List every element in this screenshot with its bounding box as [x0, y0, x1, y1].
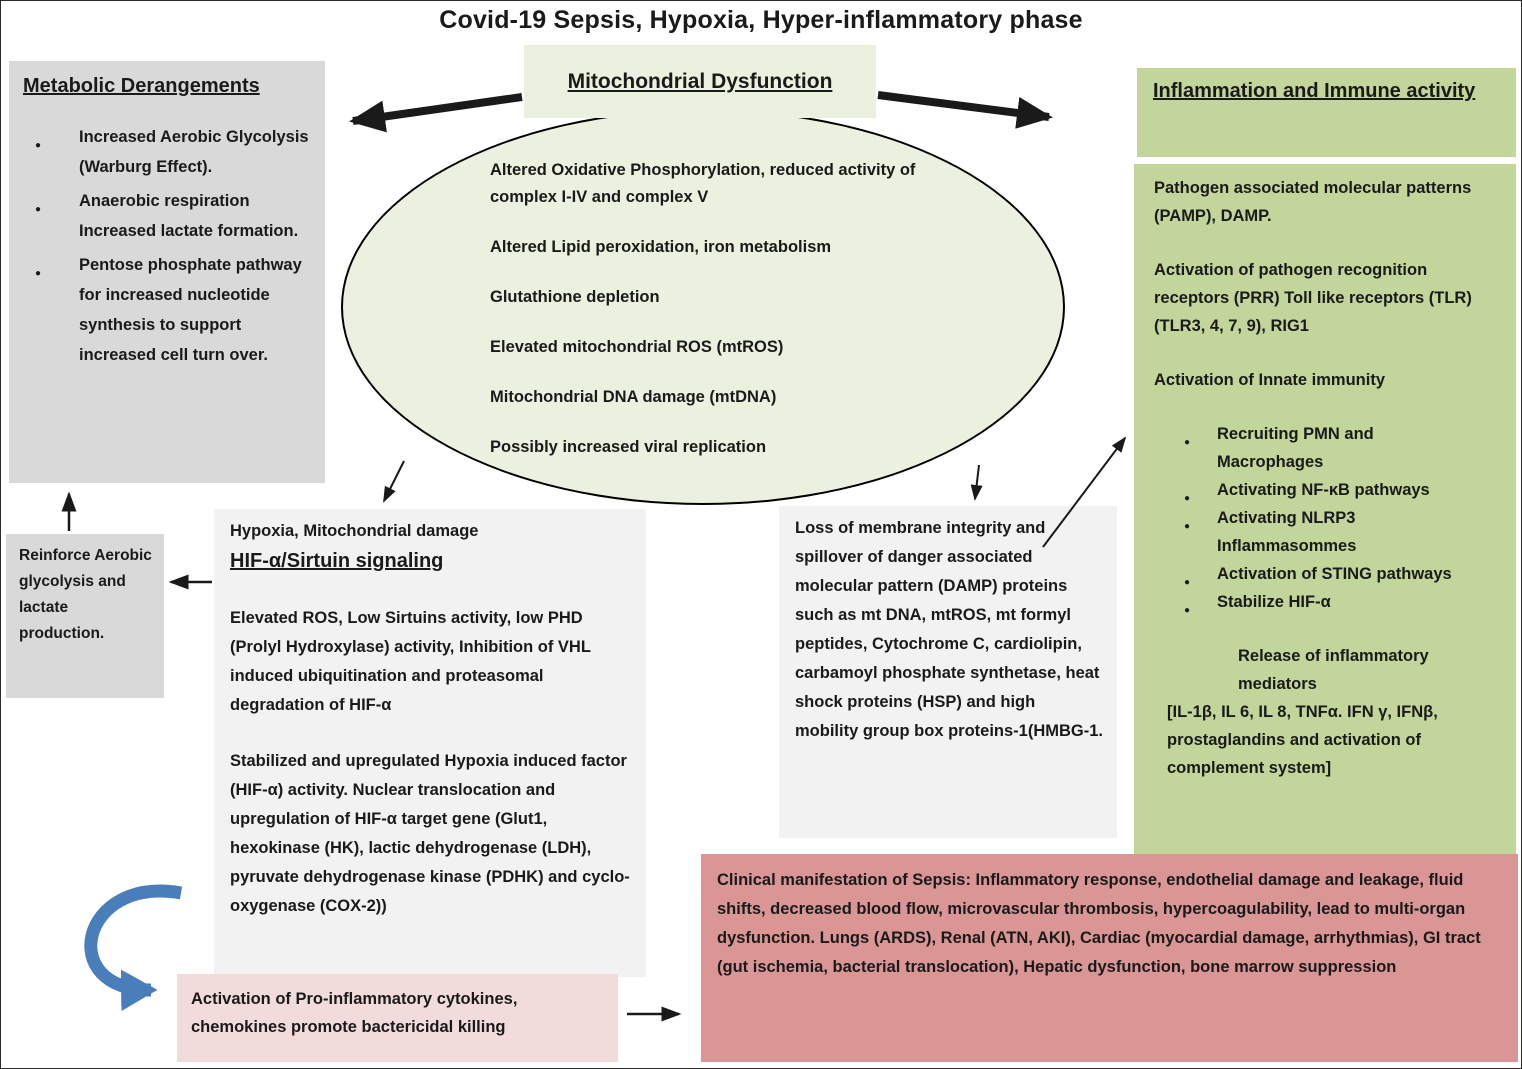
arrow-mito-to-inflammation [877, 91, 1053, 129]
mitochondrial-dysfunction-box: Mitochondrial Dysfunction [524, 45, 876, 118]
mitochondrial-dysfunction-ellipse: Altered Oxidative Phosphorylation, reduc… [341, 109, 1065, 505]
inflammation-bullet-list: Recruiting PMN and Macrophages Activatin… [1154, 420, 1500, 625]
inflammation-bullet: Recruiting PMN and Macrophages [1154, 420, 1500, 476]
hif-paragraph: Elevated ROS, Low Sirtuins activity, low… [230, 609, 591, 714]
reinforce-box: Reinforce Aerobic glycolysis and lactate… [6, 534, 164, 698]
mitochondrial-dysfunction-heading: Mitochondrial Dysfunction [567, 69, 833, 93]
ellipse-item: Mitochondrial DNA damage (mtDNA) [490, 388, 777, 406]
inflammation-bullet: Activation of STING pathways [1154, 560, 1500, 597]
inflammation-heading: Inflammation and Immune activity [1153, 80, 1476, 102]
ellipse-item: Altered Lipid peroxidation, iron metabol… [490, 238, 832, 256]
arrow-ellipse-to-damp [970, 464, 983, 501]
inflammation-bullet: Activating NF-κB pathways [1154, 476, 1500, 513]
inflammation-paragraph: Pathogen associated molecular patterns (… [1154, 179, 1472, 225]
inflammation-bullet: Activating NLRP3 Inflammasommes [1154, 504, 1500, 560]
hif-intro-line: Hypoxia, Mitochondrial damage [230, 522, 479, 540]
clinical-text: Clinical manifestation of Sepsis: Inflam… [717, 871, 1481, 976]
metabolic-bullet: Increased Aerobic Glycolysis (Warburg Ef… [23, 122, 313, 182]
inflammation-mediators-text: [IL-1β, IL 6, IL 8, TNFα. IFN γ, IFNβ, p… [1167, 703, 1438, 777]
damp-text: Loss of membrane integrity and spillover… [795, 519, 1103, 740]
cytokines-box: Activation of Pro-inflammatory cytokines… [177, 974, 618, 1062]
hif-sirtuin-box: Hypoxia, Mitochondrial damage HIF-α/Sirt… [214, 509, 646, 977]
ellipse-item: Elevated mitochondrial ROS (mtROS) [490, 338, 784, 356]
inflammation-release-text: Release of inflammatory mediators [1238, 647, 1429, 693]
cytokines-text: Activation of Pro-inflammatory cytokines… [191, 990, 518, 1036]
damp-spillover-box: Loss of membrane integrity and spillover… [779, 506, 1117, 838]
inflammation-paragraph: Activation of pathogen recognition recep… [1154, 261, 1472, 335]
metabolic-bullet-list: Increased Aerobic Glycolysis (Warburg Ef… [23, 122, 313, 370]
arrow-blue-curved [84, 884, 183, 1012]
inflammation-content-box: Pathogen associated molecular patterns (… [1134, 164, 1516, 854]
hif-paragraph: Stabilized and upregulated Hypoxia induc… [230, 752, 630, 915]
metabolic-bullet: Anaerobic respiration Increased lactate … [23, 186, 313, 246]
clinical-manifestation-box: Clinical manifestation of Sepsis: Inflam… [701, 854, 1518, 1062]
page-title: Covid-19 Sepsis, Hypoxia, Hyper-inflamma… [439, 6, 1083, 34]
arrow-ellipse-to-hif [383, 460, 405, 503]
inflammation-header-box: Inflammation and Immune activity [1137, 68, 1516, 157]
arrow-mito-to-metabolic [349, 93, 523, 133]
inflammation-bullet: Stabilize HIF-α [1154, 588, 1500, 625]
ellipse-item: Glutathione depletion [490, 288, 660, 306]
hif-heading: HIF-α/Sirtuin signaling [230, 550, 444, 572]
ellipse-item: Altered Oxidative Phosphorylation, reduc… [490, 161, 916, 206]
metabolic-derangements-box: Metabolic Derangements Increased Aerobic… [9, 61, 325, 483]
inflammation-paragraph: Activation of Innate immunity [1154, 371, 1386, 389]
metabolic-derangements-heading: Metabolic Derangements [23, 75, 260, 97]
ellipse-item: Possibly increased viral replication [490, 438, 767, 456]
metabolic-bullet: Pentose phosphate pathway for increased … [23, 250, 313, 370]
reinforce-text: Reinforce Aerobic glycolysis and lactate… [19, 547, 152, 642]
